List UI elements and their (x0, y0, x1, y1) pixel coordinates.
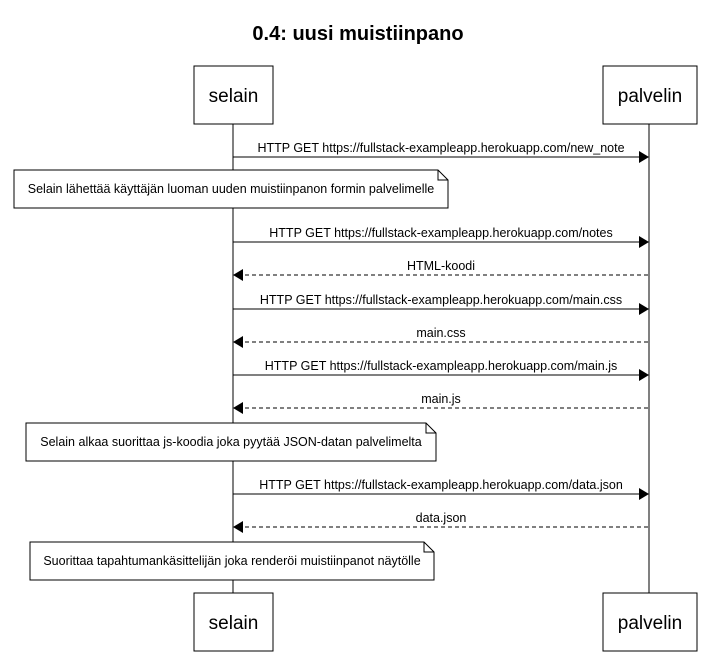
message-9: HTTP GET https://fullstack-exampleapp.he… (233, 478, 649, 500)
participant-palvelin-top-label: palvelin (618, 86, 682, 107)
participant-palvelin-bottom: palvelin (602, 592, 698, 652)
participant-selain-bottom-label: selain (209, 613, 259, 634)
message-9-label: HTTP GET https://fullstack-exampleapp.he… (259, 478, 623, 492)
note-1: Selain lähettää käyttäjän luoman uuden m… (13, 169, 449, 209)
message-10: data.json (233, 511, 648, 533)
participant-selain-bottom: selain (193, 592, 274, 652)
message-6-label: HTTP GET https://fullstack-exampleapp.he… (265, 359, 617, 373)
participant-selain-top: selain (193, 65, 274, 125)
message-0-label: HTTP GET https://fullstack-exampleapp.he… (257, 141, 624, 155)
participant-palvelin-bottom-label: palvelin (618, 613, 682, 634)
message-0: HTTP GET https://fullstack-exampleapp.he… (233, 141, 649, 163)
message-2: HTTP GET https://fullstack-exampleapp.he… (233, 226, 649, 248)
message-7-label: main.js (421, 392, 461, 406)
message-7: main.js (233, 392, 648, 414)
message-3: HTML-koodi (233, 259, 648, 281)
message-5: main.css (233, 326, 648, 348)
message-10-label: data.json (416, 511, 467, 525)
note-11: Suorittaa tapahtumankäsittelijän joka re… (29, 541, 435, 581)
message-3-label: HTML-koodi (407, 259, 475, 273)
message-4-label: HTTP GET https://fullstack-exampleapp.he… (260, 293, 622, 307)
participant-selain-top-label: selain (209, 86, 259, 107)
note-1-label: Selain lähettää käyttäjän luoman uuden m… (28, 182, 435, 196)
message-5-label: main.css (416, 326, 465, 340)
note-8-label: Selain alkaa suorittaa js-koodia joka py… (40, 435, 421, 449)
note-11-label: Suorittaa tapahtumankäsittelijän joka re… (43, 554, 420, 568)
note-8: Selain alkaa suorittaa js-koodia joka py… (25, 422, 437, 462)
participant-palvelin-top: palvelin (602, 65, 698, 125)
message-6: HTTP GET https://fullstack-exampleapp.he… (233, 359, 649, 381)
diagram-title: 0.4: uusi muistiinpano (252, 23, 463, 45)
message-4: HTTP GET https://fullstack-exampleapp.he… (233, 293, 649, 315)
message-2-label: HTTP GET https://fullstack-exampleapp.he… (269, 226, 612, 240)
